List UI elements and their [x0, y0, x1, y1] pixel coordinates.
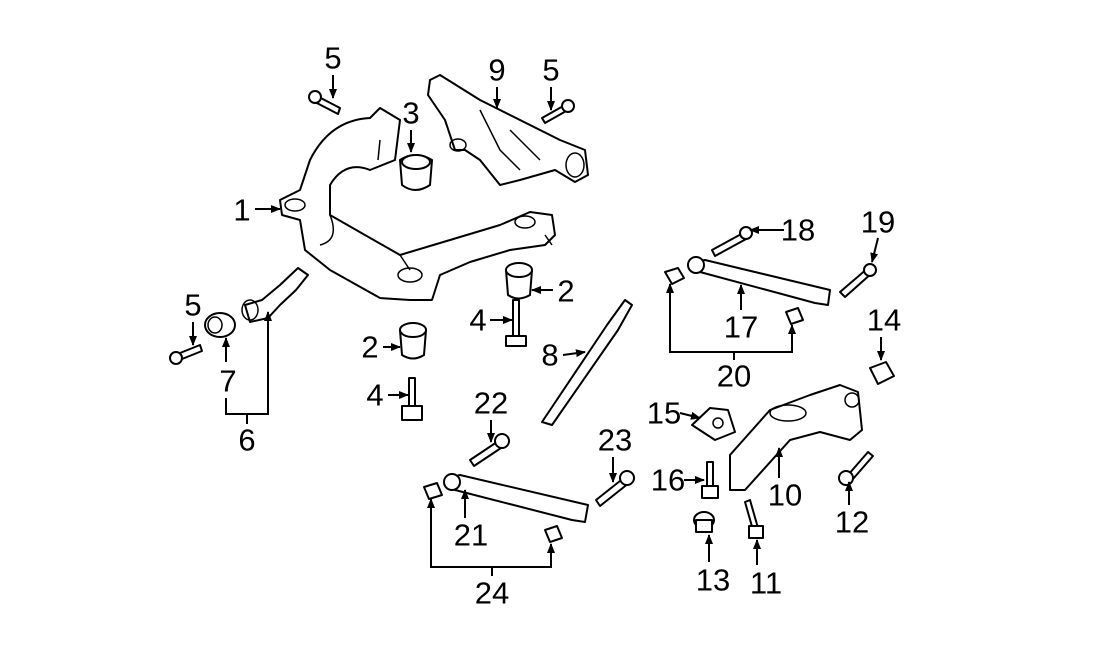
callout-10: 10: [768, 478, 802, 513]
bolt-part-11[interactable]: [744, 499, 764, 539]
arm-part-21[interactable]: [443, 473, 589, 523]
bolt-part-4-lower[interactable]: [401, 377, 423, 421]
callout-3: 3: [402, 96, 419, 131]
bolt-part-4-upper[interactable]: [505, 299, 527, 347]
bushing-part-3[interactable]: [399, 154, 433, 191]
callout-2: 2: [361, 330, 378, 365]
knuckle-part-10[interactable]: [729, 384, 863, 491]
callout-4: 4: [366, 378, 383, 413]
callout-5: 5: [324, 41, 341, 76]
bushing-part-7[interactable]: [204, 312, 236, 338]
callout-17: 17: [724, 310, 758, 345]
callout-13: 13: [696, 563, 730, 598]
callout-23: 23: [598, 423, 632, 458]
callout-14: 14: [867, 303, 901, 338]
bushing-part-14[interactable]: [869, 361, 895, 385]
nut-part-24-right[interactable]: [544, 525, 563, 543]
callout-16: 16: [651, 463, 685, 498]
rod-part-8[interactable]: [541, 299, 633, 426]
nut-part-24-left[interactable]: [423, 482, 443, 500]
callout-8: 8: [541, 338, 558, 373]
callout-18: 18: [781, 213, 815, 248]
callout-11: 11: [750, 566, 782, 601]
callout-2: 2: [557, 274, 574, 309]
callout-19: 19: [861, 205, 895, 240]
callout-24: 24: [475, 576, 509, 611]
bolt-part-19[interactable]: [839, 263, 877, 298]
bracket-part-6[interactable]: [241, 267, 309, 323]
subframe-part-1[interactable]: [279, 107, 556, 301]
bushing-part-2-upper[interactable]: [505, 262, 533, 300]
callout-5: 5: [184, 288, 201, 323]
bolt-part-18[interactable]: [711, 226, 753, 257]
bolt-part-23[interactable]: [595, 470, 635, 507]
bushing-part-2-lower[interactable]: [399, 322, 427, 360]
nut-part-20-right[interactable]: [785, 307, 804, 325]
nut-part-20-left[interactable]: [664, 267, 685, 285]
bolt-part-5-right-top[interactable]: [541, 99, 575, 124]
callout-22: 22: [474, 386, 508, 421]
leader-lines: [189, 75, 885, 576]
callout-21: 21: [454, 518, 488, 553]
callout-1: 1: [233, 193, 250, 228]
crossmember-part-9[interactable]: [427, 74, 589, 186]
bolt-part-16[interactable]: [701, 461, 719, 499]
callout-7: 7: [219, 364, 236, 399]
callout-12: 12: [835, 505, 869, 540]
callout-9: 9: [488, 53, 505, 88]
callout-20: 20: [717, 359, 751, 394]
bolt-part-5-left-top[interactable]: [308, 90, 341, 115]
nut-part-13[interactable]: [693, 511, 715, 533]
callout-6: 6: [238, 423, 255, 458]
callout-5: 5: [542, 53, 559, 88]
callout-15: 15: [647, 396, 681, 431]
mount-part-15[interactable]: [691, 407, 736, 441]
arm-part-17[interactable]: [687, 256, 831, 306]
bolt-part-5-left[interactable]: [169, 344, 203, 365]
bolt-part-12[interactable]: [838, 451, 874, 486]
bolt-part-22[interactable]: [469, 433, 510, 467]
callout-4: 4: [469, 303, 486, 338]
